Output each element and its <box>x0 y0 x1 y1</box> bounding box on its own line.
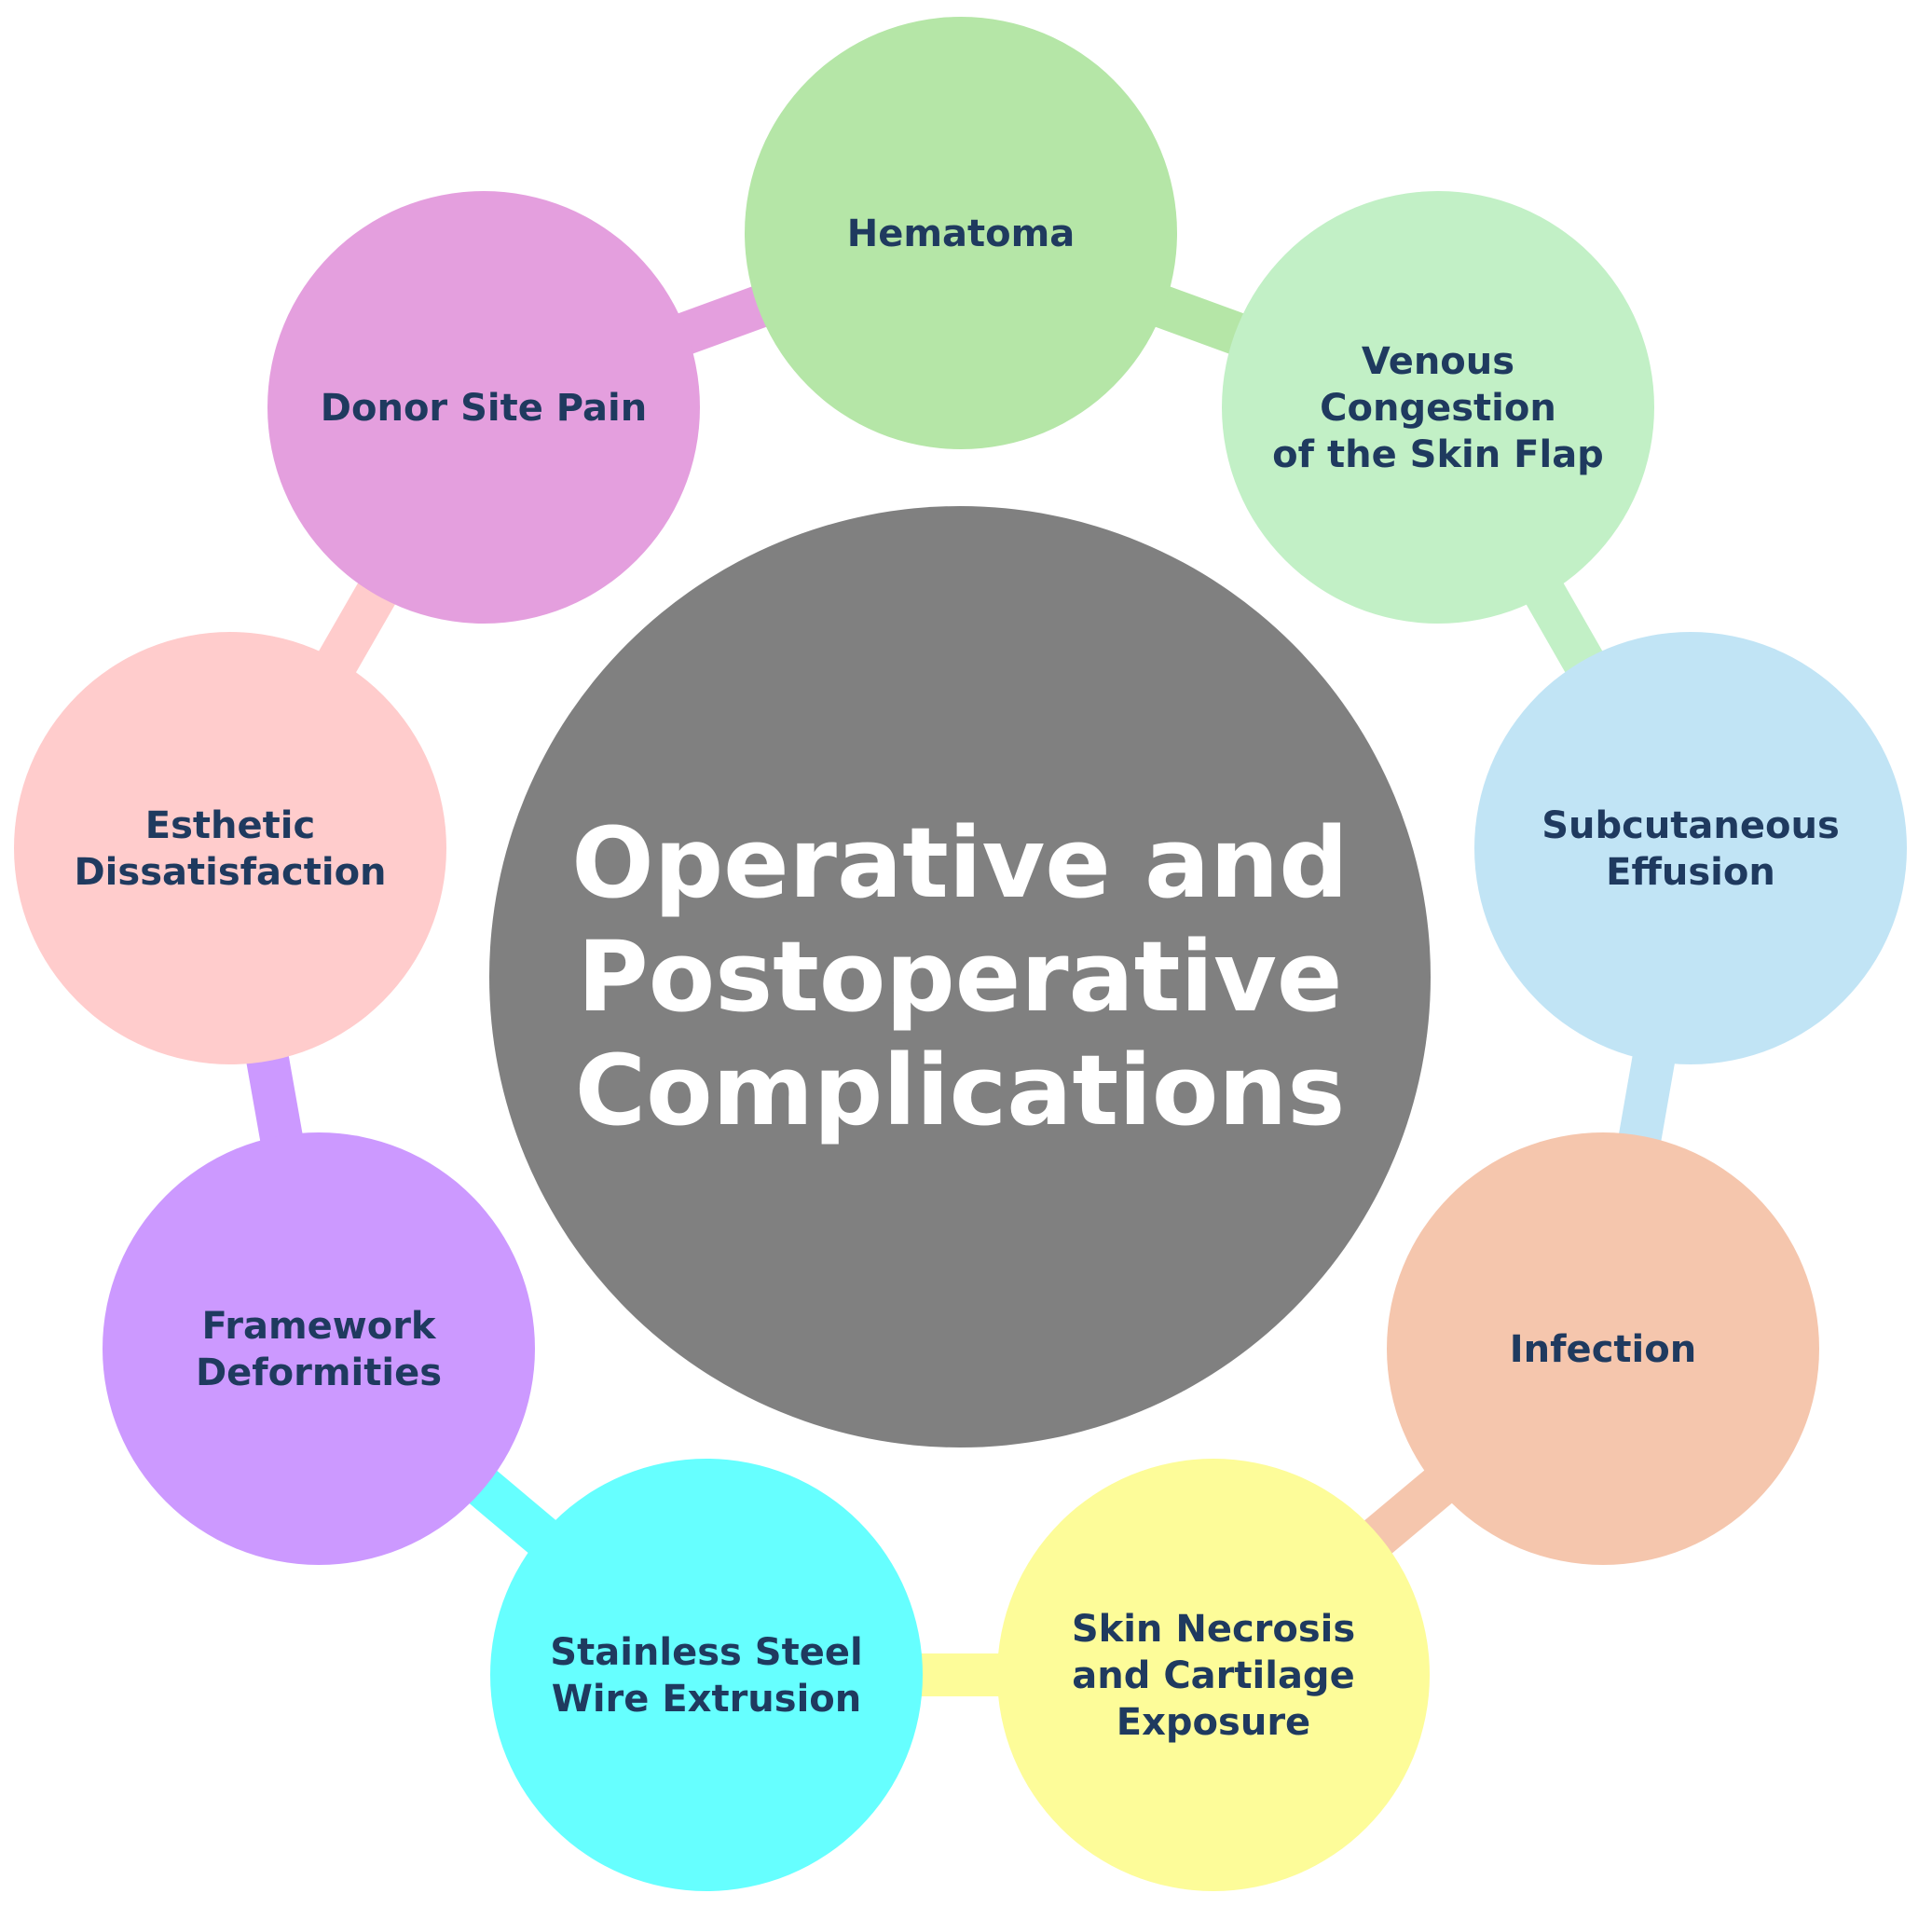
node-circle <box>1222 191 1654 624</box>
node-label-line: Venous <box>1362 340 1514 383</box>
node-label-line: Dissatisfaction <box>74 851 386 894</box>
node-donor-site-pain: Donor Site Pain <box>267 191 700 624</box>
node-circle <box>1474 632 1907 1064</box>
node-circle <box>14 632 446 1064</box>
node-circle <box>267 191 700 624</box>
center-title-line: Operative and <box>571 806 1348 920</box>
node-label-line: Infection <box>1510 1328 1696 1371</box>
node-label-line: Stainless Steel <box>550 1631 862 1674</box>
node-circle <box>103 1132 535 1565</box>
node-label-line: Exposure <box>1117 1701 1310 1744</box>
center-circle <box>489 506 1431 1447</box>
node-label-line: Wire Extrusion <box>552 1678 862 1721</box>
node-label-line: Congestion <box>1320 387 1556 430</box>
node-label-line: Effusion <box>1606 851 1775 894</box>
node-infection: Infection <box>1387 1132 1819 1565</box>
node-label: Donor Site Pain <box>321 387 647 430</box>
node-label: Infection <box>1510 1328 1696 1371</box>
node-label-line: Deformities <box>196 1351 442 1394</box>
node-label-line: Hematoma <box>847 213 1076 255</box>
center-title-line: Complications <box>575 1034 1345 1147</box>
node-label-line: Subcutaneous <box>1541 804 1840 847</box>
node-hematoma: Hematoma <box>745 17 1177 449</box>
node-label-line: Framework <box>201 1305 436 1348</box>
node-circle <box>490 1459 923 1891</box>
node-label-line: Donor Site Pain <box>321 387 647 430</box>
node-label: Hematoma <box>847 213 1076 255</box>
node-label-line: Skin Necrosis <box>1072 1608 1355 1651</box>
node-circle <box>997 1459 1430 1891</box>
node-circle <box>1387 1132 1819 1565</box>
node-label-line: of the Skin Flap <box>1272 433 1604 476</box>
center-title-line: Postoperative <box>578 920 1343 1034</box>
node-circle <box>745 17 1177 449</box>
node-label-line: Esthetic <box>145 804 315 847</box>
node-label-line: and Cartilage <box>1072 1654 1354 1697</box>
